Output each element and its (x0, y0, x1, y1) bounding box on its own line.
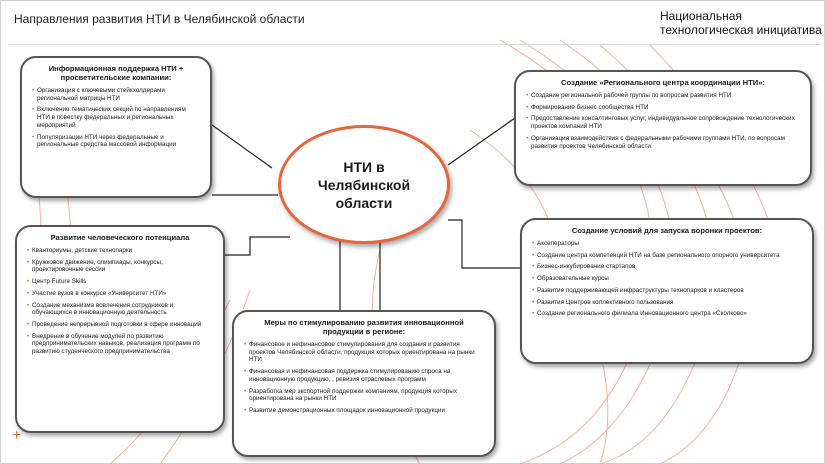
box-info-support: Информационная поддержка НТИ + просветит… (20, 56, 212, 198)
list-item: Центр Future Skills (27, 278, 213, 286)
list-item: Создание центра компетенций НТИ на базе … (532, 252, 802, 260)
list-item: Создание регионального филиала Инновацио… (532, 310, 802, 318)
list-item: Создание региональной рабочей группы по … (526, 92, 800, 100)
list-item: Бизнес-инкубирование стартапов (532, 263, 802, 271)
box-human-list: Кванториумы, детские технопарки Кружково… (27, 247, 213, 356)
list-item: Создание механизма вовлечения сотруднико… (27, 302, 213, 317)
list-item: Акселераторы (532, 240, 802, 248)
box-project-funnel: Создание условий для запуска воронки про… (520, 218, 814, 364)
list-item: Внедрение в обучение модулей по развитию… (27, 333, 213, 356)
list-item: Организация взаимодействия с федеральным… (526, 135, 800, 150)
list-item: Включение тематических секций по направл… (32, 106, 200, 129)
box-stimulus-measures: Меры по стимулированию развития инноваци… (232, 310, 496, 457)
box-coordination-center: Создание «Регионального центра координац… (514, 70, 812, 186)
list-item: Финансовая и нефинансовая поддержка стим… (244, 368, 484, 383)
box-human-potential: Развитие человеческого потенциала Кванто… (15, 225, 225, 433)
list-item: Организация с ключевыми стейкхолдерами р… (32, 87, 200, 102)
box-human-title: Развитие человеческого потенциала (27, 233, 213, 242)
box-info-title: Информационная поддержка НТИ + просветит… (32, 64, 200, 82)
box-coord-list: Создание региональной рабочей группы по … (526, 92, 800, 150)
list-item: Кванториумы, детские технопарки (27, 247, 213, 255)
list-item: Образовательные курсы (532, 275, 802, 283)
list-item: Предоставление консалтинговых услуг, инд… (526, 115, 800, 130)
list-item: Популяризации НТИ через федеральные и ре… (32, 134, 200, 149)
list-item: Развитие поддерживающей инфраструктуры т… (532, 287, 802, 295)
box-stimulus-list: Финансовое и нефинансовое стимулирования… (244, 341, 484, 415)
plus-icon: + (12, 428, 21, 444)
box-coord-title: Создание «Регионального центра координац… (526, 78, 800, 87)
center-label: НТИ в Челябинской области (318, 158, 410, 212)
box-funnel-list: Акселераторы Создание центра компетенций… (532, 240, 802, 318)
list-item: Развитие демонстрационных площадок иннов… (244, 407, 484, 415)
box-stimulus-title: Меры по стимулированию развития инноваци… (244, 318, 484, 336)
list-item: Кружковое движение, олимпиады, конкурсы,… (27, 259, 213, 274)
list-item: Формирование бизнес сообщества НТИ (526, 104, 800, 112)
list-item: Проведение непрерывной подготовки в сфер… (27, 321, 213, 329)
brand-logo-text: Национальная технологическая инициатива (660, 9, 822, 37)
page-title: Направления развития НТИ в Челябинской о… (14, 12, 305, 26)
center-node: НТИ в Челябинской области (278, 125, 450, 244)
box-funnel-title: Создание условий для запуска воронки про… (532, 226, 802, 235)
header-divider (8, 44, 820, 45)
list-item: Финансовое и нефинансовое стимулирования… (244, 341, 484, 364)
list-item: Разработка мер экспортной поддержки комп… (244, 388, 484, 403)
box-info-list: Организация с ключевыми стейкхолдерами р… (32, 87, 200, 149)
list-item: Развития Центров коллективного пользован… (532, 299, 802, 307)
list-item: Участие вузов в конкурсе «Университет НТ… (27, 290, 213, 298)
